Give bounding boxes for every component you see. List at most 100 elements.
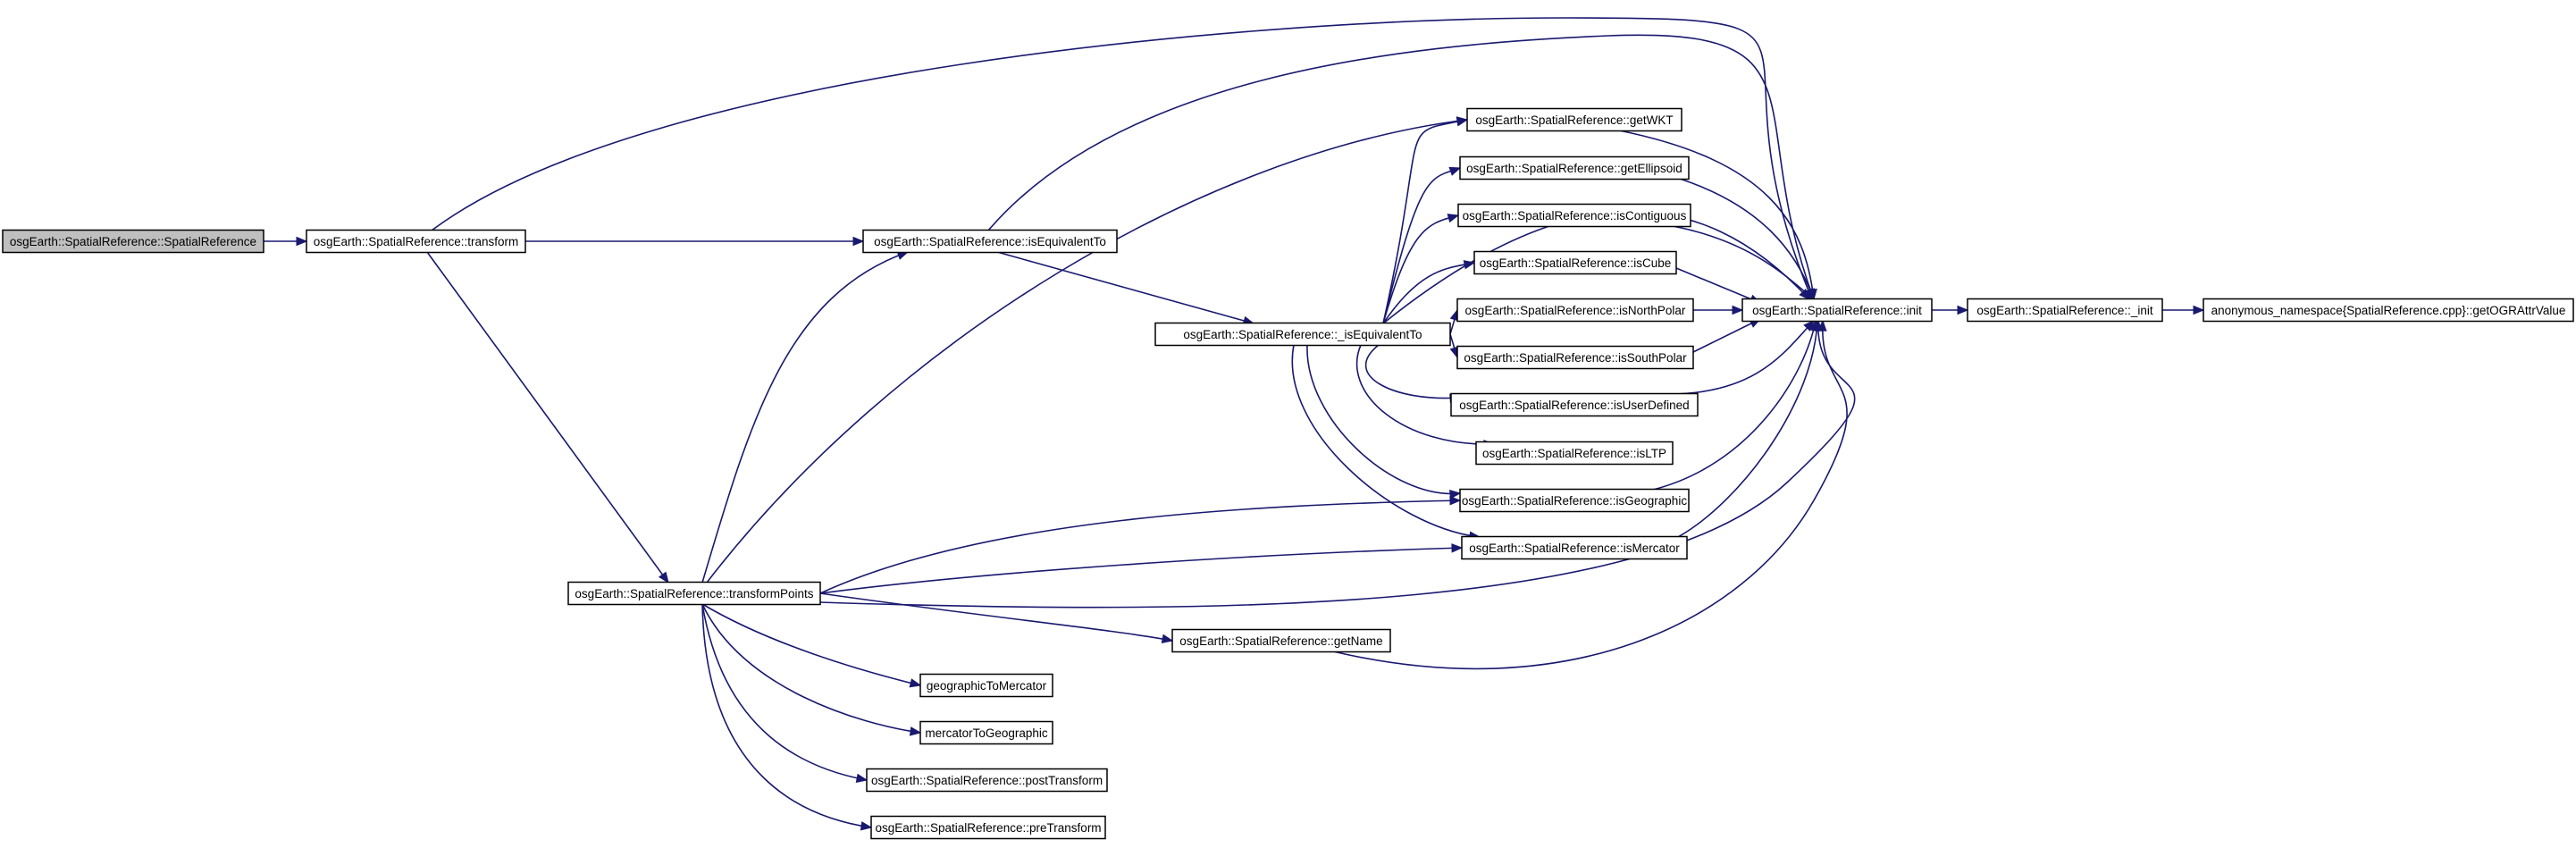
node-box[interactable] [1457,203,1691,228]
edge-transform-points-to-geographic-to-mercator [701,603,922,688]
node-box[interactable] [870,815,1106,840]
node-box[interactable] [866,768,1108,793]
edge-line [1382,167,1461,324]
node-box[interactable] [919,720,1053,745]
arrowhead-icon [852,236,865,247]
node-label: osgEarth::SpatialReference::isGeographic [1462,494,1687,508]
edge-line [1332,320,1848,670]
node-is-cube[interactable]: osgEarth::SpatialReference::isCube [1473,250,1677,275]
node-box[interactable] [1456,298,1694,323]
node-init[interactable]: osgEarth::SpatialReference::init [1741,298,1933,323]
node-box[interactable] [2203,298,2574,323]
node-box[interactable] [862,229,1118,254]
edge-transform-points-to-is-geographic [819,496,1462,594]
node-box[interactable] [1466,107,1682,132]
edge-line [1355,344,1495,445]
node-is-mercator[interactable]: osgEarth::SpatialReference::isMercator [1461,535,1688,560]
node-label: osgEarth::SpatialReference::init [1752,304,1922,317]
node-box[interactable] [1154,322,1451,347]
edge-transform-points-to-mercator-to-geographic [701,603,922,736]
node-box[interactable] [1456,345,1694,370]
node-transform[interactable]: osgEarth::SpatialReference::transform [306,229,526,254]
node-mercator-to-geographic[interactable]: mercatorToGeographic [919,720,1053,745]
edge-private-is-equivalent-to-to-is-geographic [1306,344,1462,500]
node-private-init[interactable]: osgEarth::SpatialReference::_init [1967,298,2163,323]
node-box[interactable] [1741,298,1933,323]
arrowhead-icon [909,726,922,736]
edge-line [701,603,921,686]
node-label: mercatorToGeographic [925,726,1048,740]
edge-line [819,547,1463,594]
node-box[interactable] [1473,250,1677,275]
edge-line [1672,225,1815,300]
edge-private-is-equivalent-to-to-is-mercator [1291,344,1481,541]
edge-is-equivalent-to-to-private-is-equivalent-to [996,251,1255,325]
edges-layer [264,17,2205,831]
node-label: osgEarth::SpatialReference::isLTP [1482,447,1666,460]
node-label: geographicToMercator [927,679,1047,693]
node-is-south-polar[interactable]: osgEarth::SpatialReference::isSouthPolar [1456,345,1694,370]
edge-line [1675,267,1761,304]
node-is-contiguous[interactable]: osgEarth::SpatialReference::isContiguous [1457,203,1691,228]
arrowhead-icon [1451,543,1464,553]
edge-is-cube-to-init [1675,267,1762,304]
node-transform-points[interactable]: osgEarth::SpatialReference::transformPoi… [567,581,821,606]
edge-line [1306,344,1461,495]
node-get-name[interactable]: osgEarth::SpatialReference::getName [1171,628,1391,653]
edge-is-north-polar-to-init [1693,305,1744,315]
node-label: osgEarth::SpatialReference::_isEquivalen… [1183,328,1422,341]
edge-get-ellipsoid-to-init [1679,178,1815,301]
node-box[interactable] [1450,392,1699,417]
node-box[interactable] [2,229,264,254]
node-is-ltp[interactable]: osgEarth::SpatialReference::isLTP [1475,441,1674,466]
node-pre-transform[interactable]: osgEarth::SpatialReference::preTransform [870,815,1106,840]
arrowhead-icon [658,571,669,584]
node-get-ellipsoid[interactable]: osgEarth::SpatialReference::getEllipsoid [1459,155,1690,181]
arrowhead-icon [855,773,868,784]
node-is-north-polar[interactable]: osgEarth::SpatialReference::isNorthPolar [1456,298,1694,323]
arrowhead-icon [1957,305,1969,315]
node-box[interactable] [1967,298,2163,323]
node-get-ograttr-value[interactable]: anonymous_namespace{SpatialReference.cpp… [2203,298,2574,323]
node-label: osgEarth::SpatialReference::SpatialRefer… [10,235,256,248]
node-post-transform[interactable]: osgEarth::SpatialReference::postTransfor… [866,768,1108,793]
node-box[interactable] [306,229,526,254]
node-box[interactable] [919,673,1053,698]
edge-line [819,320,1856,609]
edge-line [1618,130,1815,300]
edge-line [1677,320,1818,538]
edge-transform-points-to-get-wkt [706,116,1469,584]
edge-line [701,251,909,584]
arrowhead-icon [296,236,308,247]
edge-line [819,592,1173,642]
node-label: osgEarth::SpatialReference::isContiguous [1463,209,1687,222]
edge-line [1670,320,1815,395]
node-box[interactable] [1459,488,1690,513]
node-box[interactable] [1461,535,1688,560]
edge-line [706,119,1468,584]
edge-transform-to-is-equivalent-to [525,236,865,247]
node-geographic-to-mercator[interactable]: geographicToMercator [919,673,1053,698]
node-is-geographic[interactable]: osgEarth::SpatialReference::isGeographic [1459,488,1690,513]
node-is-user-defined[interactable]: osgEarth::SpatialReference::isUserDefine… [1450,392,1699,417]
node-label: osgEarth::SpatialReference::postTransfor… [871,774,1103,787]
node-get-wkt[interactable]: osgEarth::SpatialReference::getWKT [1466,107,1682,132]
node-box[interactable] [567,581,821,606]
node-box[interactable] [1171,628,1391,653]
node-label: osgEarth::SpatialReference::isSouthPolar [1464,351,1687,365]
node-private-is-equivalent-to[interactable]: osgEarth::SpatialReference::_isEquivalen… [1154,322,1451,347]
node-box[interactable] [1459,155,1690,181]
edge-line [987,34,1815,300]
node-label: osgEarth::SpatialReference::preTransform [875,821,1101,835]
edge-line [1652,320,1817,491]
arrowhead-icon [2193,305,2205,315]
edge-line [701,603,868,781]
edge-is-equivalent-to-to-init [987,34,1815,301]
edge-transform-to-transform-points [426,251,669,584]
edge-transform-points-to-is-equivalent-to [701,250,910,584]
node-label: osgEarth::SpatialReference::isUserDefine… [1459,399,1689,412]
node-box[interactable] [1475,441,1674,466]
node-ctor[interactable]: osgEarth::SpatialReference::SpatialRefer… [2,229,264,254]
node-is-equivalent-to[interactable]: osgEarth::SpatialReference::isEquivalent… [862,229,1118,254]
edge-is-south-polar-to-init [1692,318,1762,353]
